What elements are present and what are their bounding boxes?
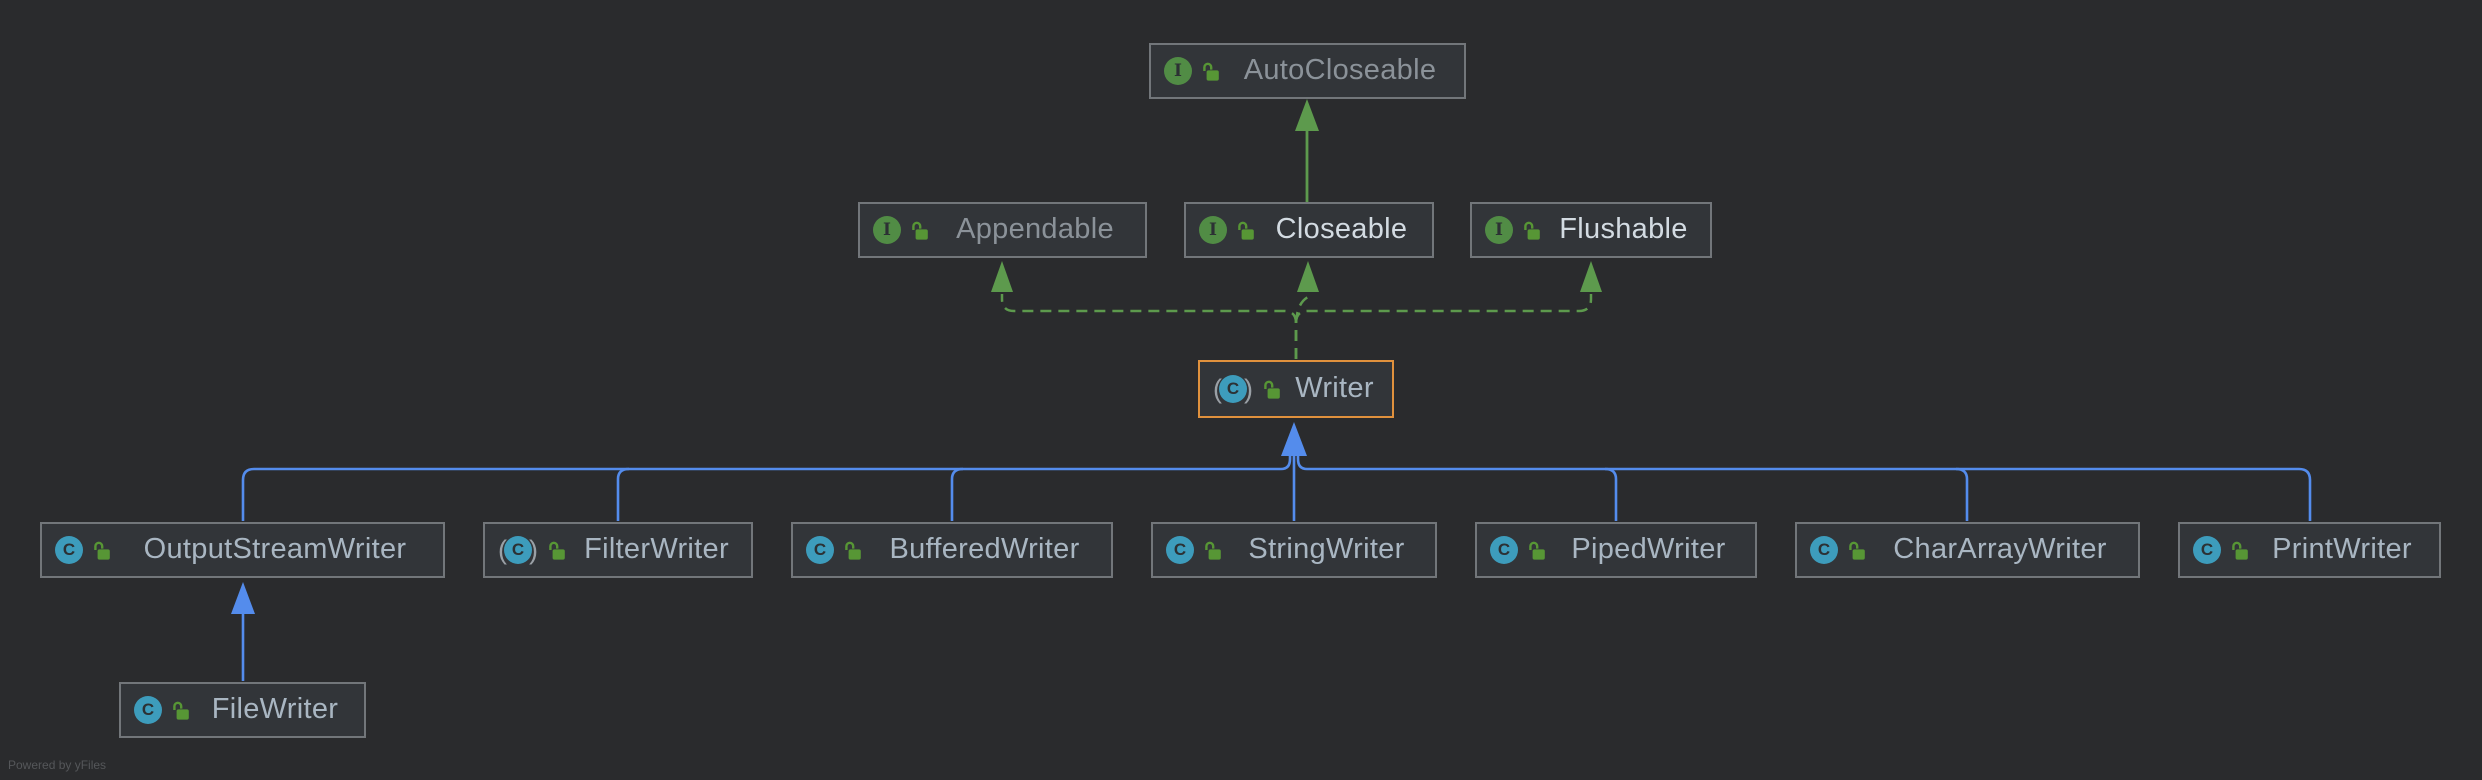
interface-icon-glyph: I — [1495, 220, 1503, 240]
class-icon-glyph: C — [511, 540, 525, 559]
abstract-class-icon: ( C ) — [1213, 375, 1253, 403]
class-icon: C — [1490, 536, 1518, 564]
unlocked-padlock-icon — [1522, 220, 1541, 241]
unlocked-padlock-icon — [1847, 540, 1866, 561]
class-node-appendable[interactable]: I Appendable — [858, 202, 1147, 258]
class-node-flushable[interactable]: I Flushable — [1470, 202, 1712, 258]
class-name-label: PrintWriter — [2272, 532, 2412, 565]
interface-icon: I — [1485, 216, 1513, 244]
unlocked-padlock-icon — [171, 700, 190, 721]
edge-writer-implements-closeable — [1294, 294, 1310, 359]
class-node-printwriter[interactable]: C PrintWriter — [2178, 522, 2441, 578]
arrowhead-outputstreamwriter — [231, 582, 255, 614]
abstract-paren-icon: ) — [529, 535, 538, 565]
arrowhead-autocloseable — [1295, 99, 1319, 131]
edge-filterwriter-extends-writer — [616, 467, 630, 521]
arrowhead-closeable — [1297, 261, 1319, 292]
unlocked-padlock-icon — [1527, 540, 1546, 561]
edge-pipedwriter-extends-writer — [1604, 467, 1618, 521]
abstract-class-icon: ( C ) — [498, 536, 538, 564]
class-icon: C — [134, 696, 162, 724]
class-icon-glyph: C — [62, 540, 76, 559]
interface-icon: I — [1164, 57, 1192, 85]
class-name-label: FileWriter — [211, 692, 339, 725]
edge-writer-implements-flushable — [1294, 294, 1593, 359]
unlocked-padlock-icon — [92, 540, 111, 561]
unlocked-padlock-icon — [910, 220, 929, 241]
unlocked-padlock-icon — [843, 540, 862, 561]
unlocked-padlock-icon — [1236, 220, 1255, 241]
class-icon: C — [806, 536, 834, 564]
class-node-closeable[interactable]: I Closeable — [1184, 202, 1434, 258]
class-name-label: BufferedWriter — [889, 532, 1080, 565]
unlocked-padlock-icon — [1201, 61, 1220, 82]
class-name-label: FilterWriter — [584, 532, 729, 565]
class-icon-glyph: C — [1173, 540, 1187, 559]
class-name-label: OutputStreamWriter — [143, 532, 407, 565]
class-node-outputstreamwriter[interactable]: C OutputStreamWriter — [40, 522, 445, 578]
edge-writer-implements-appendable — [1000, 294, 1298, 359]
class-node-stringwriter[interactable]: C StringWriter — [1151, 522, 1437, 578]
unlocked-padlock-icon — [547, 540, 566, 561]
unlocked-padlock-icon — [1203, 540, 1222, 561]
interface-icon: I — [1199, 216, 1227, 244]
edge-chararraywriter-extends-writer — [1955, 467, 1969, 521]
class-node-pipedwriter[interactable]: C PipedWriter — [1475, 522, 1757, 578]
class-node-autocloseable[interactable]: I AutoCloseable — [1149, 43, 1466, 99]
edge-outputstreamwriter-extends-writer — [241, 455, 1292, 521]
class-name-label: Closeable — [1275, 212, 1408, 245]
abstract-paren-icon: ( — [498, 535, 507, 565]
interface-icon: I — [873, 216, 901, 244]
class-icon: C — [2193, 536, 2221, 564]
class-icon-glyph: C — [2200, 540, 2214, 559]
interface-icon-glyph: I — [1174, 61, 1182, 81]
class-icon: C — [1166, 536, 1194, 564]
edge-bufferedwriter-extends-writer — [950, 467, 964, 521]
edge-printwriter-extends-writer — [1296, 455, 2312, 521]
yfiles-watermark: Powered by yFiles — [8, 758, 107, 772]
class-node-writer[interactable]: ( C ) Writer — [1198, 360, 1394, 418]
class-icon-glyph: C — [141, 700, 155, 719]
abstract-paren-icon: ) — [1244, 374, 1253, 404]
abstract-paren-icon: ( — [1213, 374, 1222, 404]
class-name-label: StringWriter — [1248, 532, 1405, 565]
arrowhead-appendable — [991, 261, 1013, 292]
class-node-filewriter[interactable]: C FileWriter — [119, 682, 366, 738]
class-node-bufferedwriter[interactable]: C BufferedWriter — [791, 522, 1113, 578]
unlocked-padlock-icon — [1262, 379, 1281, 400]
arrowhead-flushable — [1580, 261, 1602, 292]
interface-icon-glyph: I — [1209, 220, 1217, 240]
class-name-label: Appendable — [956, 212, 1114, 245]
class-node-filterwriter[interactable]: ( C ) FilterWriter — [483, 522, 753, 578]
class-node-chararraywriter[interactable]: C CharArrayWriter — [1795, 522, 2140, 578]
unlocked-padlock-icon — [2230, 540, 2249, 561]
class-icon-glyph: C — [1226, 379, 1240, 398]
class-icon-glyph: C — [1817, 540, 1831, 559]
class-icon: C — [1219, 375, 1247, 403]
class-icon-glyph: C — [1497, 540, 1511, 559]
class-name-label: Flushable — [1559, 212, 1688, 245]
class-name-label: Writer — [1295, 371, 1374, 404]
class-name-label: CharArrayWriter — [1893, 532, 2107, 565]
class-icon: C — [55, 536, 83, 564]
interface-icon-glyph: I — [883, 220, 891, 240]
arrowhead-writer — [1281, 422, 1307, 456]
class-name-label: PipedWriter — [1571, 532, 1726, 565]
class-icon: C — [504, 536, 532, 564]
class-icon-glyph: C — [813, 540, 827, 559]
class-name-label: AutoCloseable — [1243, 53, 1437, 86]
class-icon: C — [1810, 536, 1838, 564]
